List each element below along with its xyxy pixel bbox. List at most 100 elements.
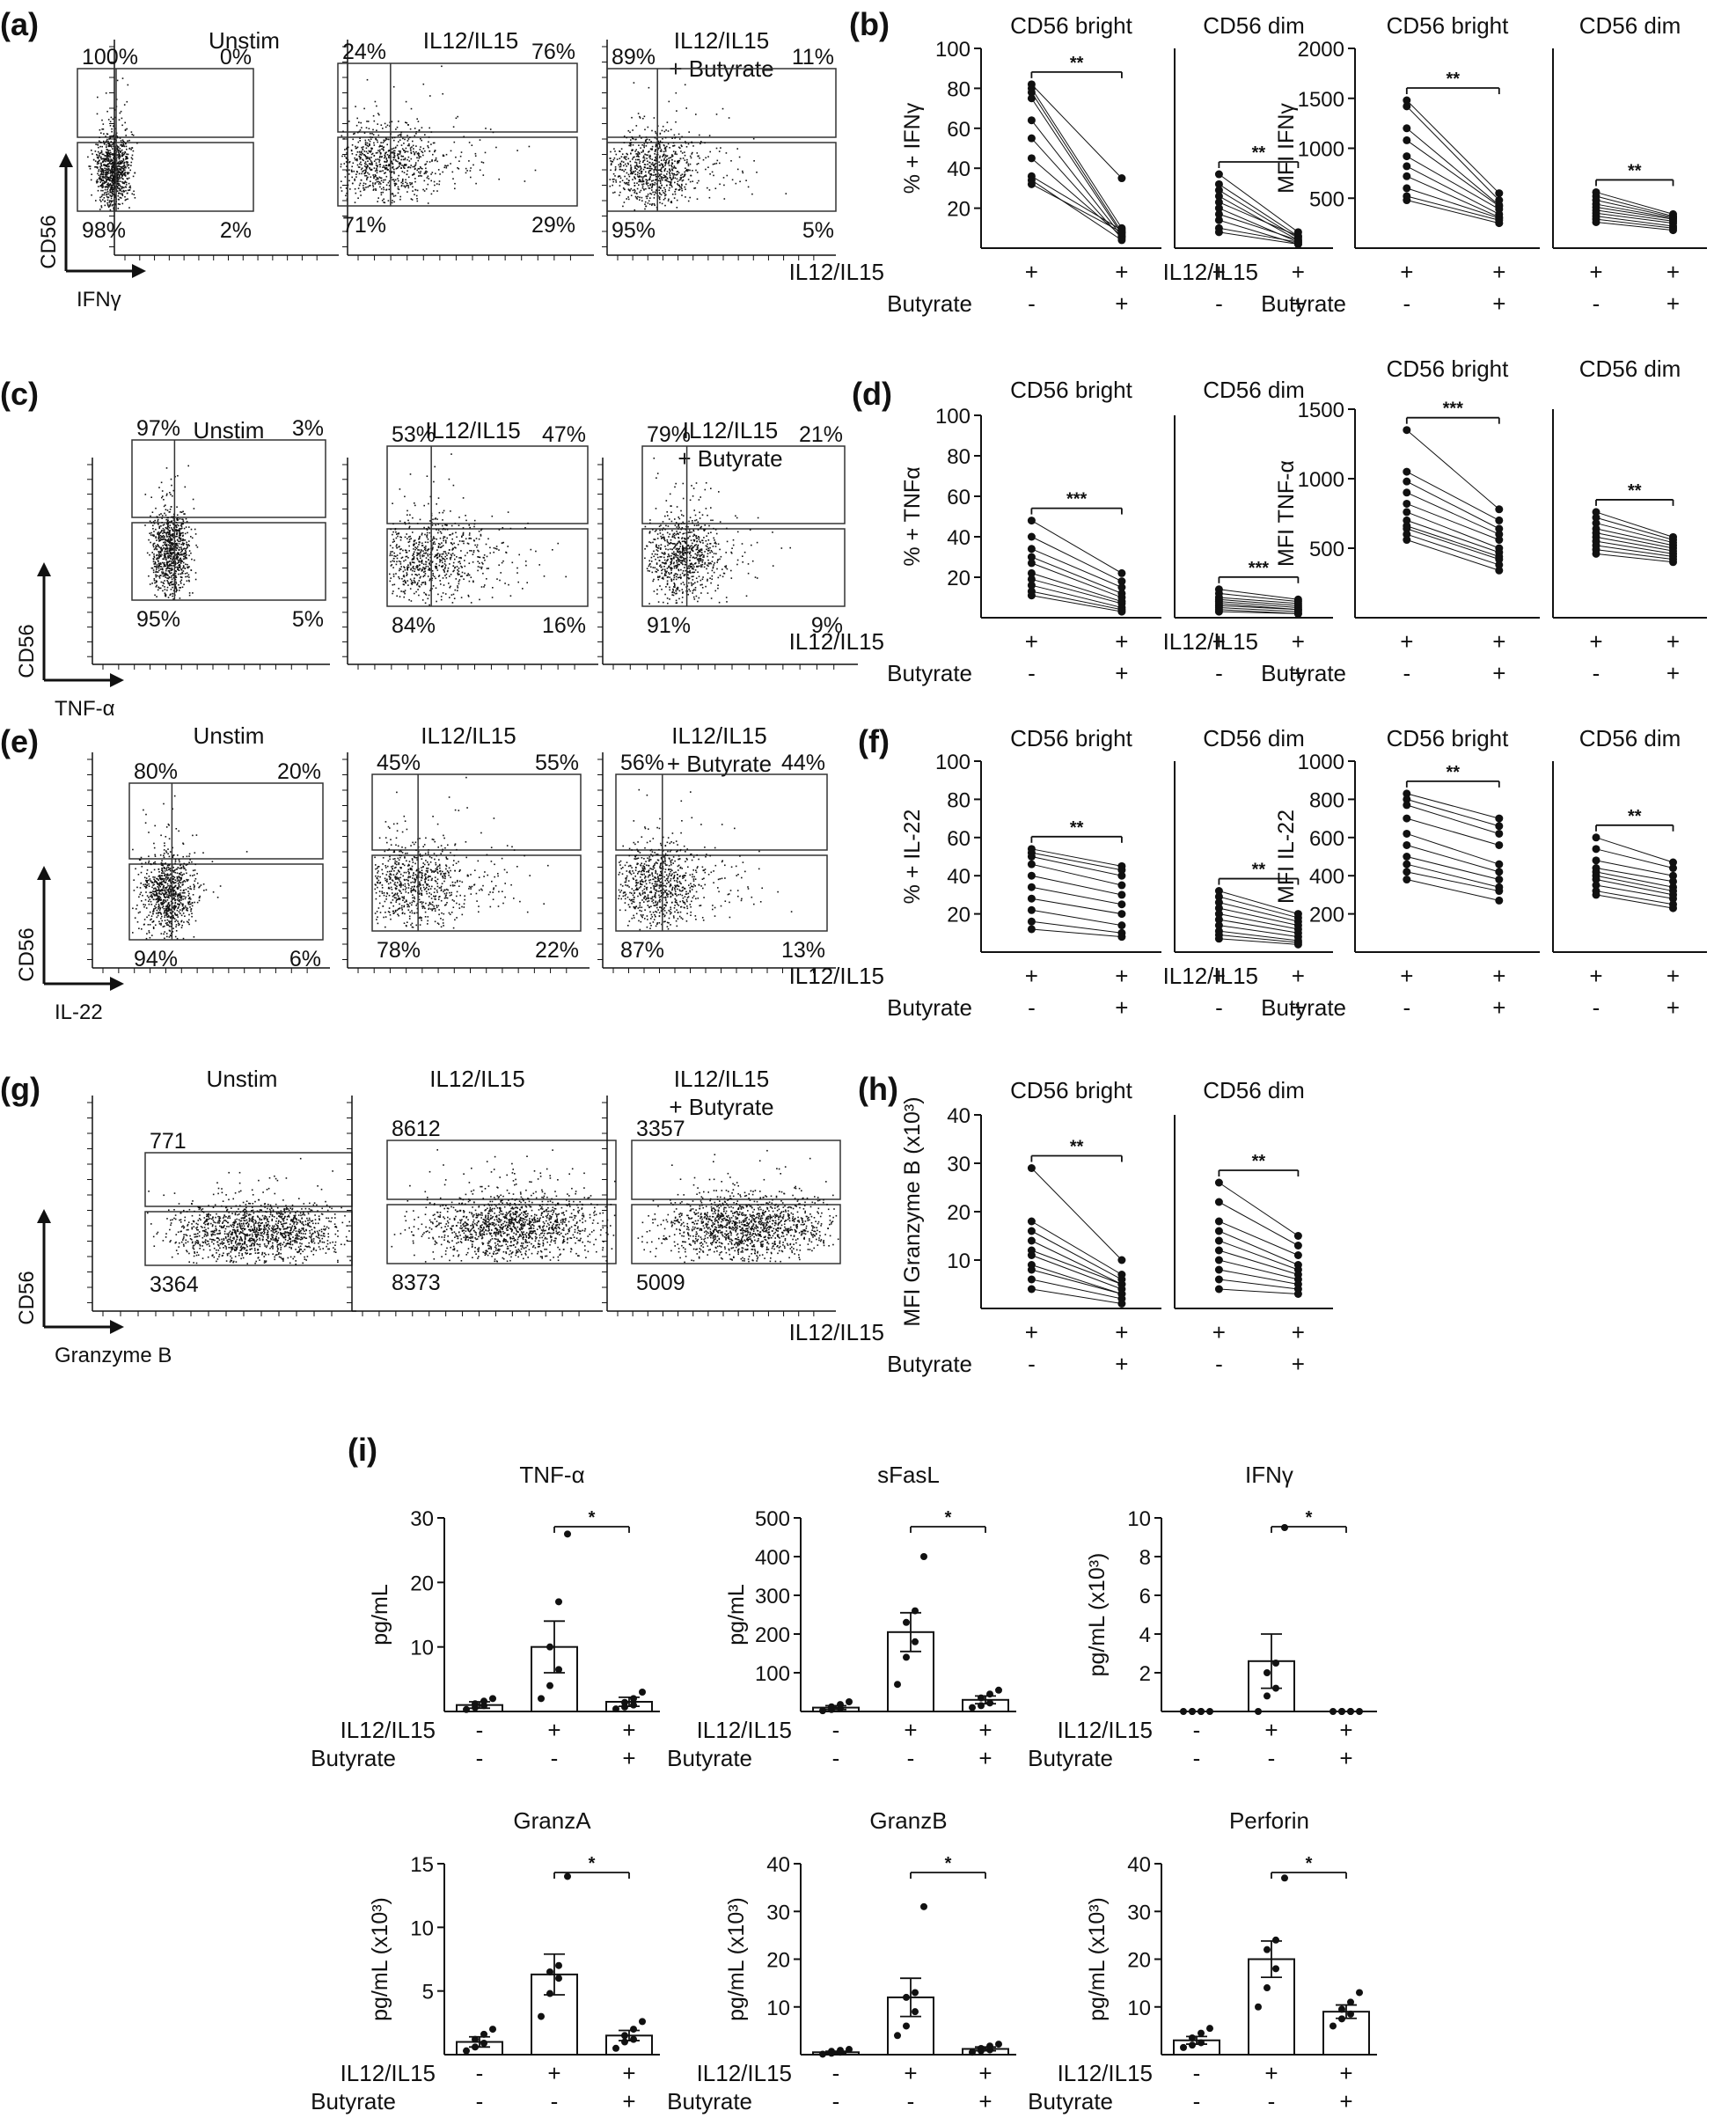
event-dot: [667, 544, 669, 546]
event-dot: [411, 574, 414, 575]
event-dot: [663, 176, 665, 179]
event-dot: [668, 162, 670, 164]
event-dot: [399, 488, 401, 490]
event-dot: [158, 540, 160, 542]
event-dot: [162, 527, 165, 530]
event-dot: [122, 159, 125, 161]
event-dot: [677, 173, 678, 175]
event-dot: [113, 207, 115, 209]
event-dot: [159, 554, 162, 556]
event-dot: [394, 194, 397, 197]
event-dot: [427, 549, 429, 552]
event-dot: [655, 176, 657, 178]
event-dot: [678, 138, 681, 140]
event-dot: [104, 182, 106, 185]
event-dot: [99, 154, 100, 157]
event-dot: [181, 523, 184, 525]
event-dot: [164, 547, 166, 549]
quadrant-value-lower-left: 95%: [136, 607, 180, 632]
event-dot: [668, 161, 670, 163]
quadrant-value-upper-left: 97%: [136, 416, 180, 441]
event-dot: [631, 136, 633, 138]
event-dot: [100, 164, 102, 166]
event-dot: [109, 161, 111, 163]
event-dot: [644, 201, 647, 203]
event-dot: [623, 136, 626, 137]
event-dot: [688, 589, 690, 590]
event-dot: [395, 167, 398, 170]
event-dot: [736, 168, 739, 171]
event-dot: [107, 140, 109, 143]
event-dot: [373, 177, 375, 180]
event-dot: [380, 142, 382, 143]
event-dot: [175, 530, 178, 532]
event-dot: [169, 552, 171, 553]
event-dot: [624, 156, 626, 158]
event-dot: [183, 513, 185, 515]
event-dot: [106, 173, 107, 175]
event-dot: [368, 163, 370, 165]
event-dot: [96, 163, 99, 165]
event-dot: [396, 561, 398, 563]
event-dot: [111, 188, 113, 190]
event-dot: [401, 179, 404, 181]
event-dot: [678, 186, 681, 188]
event-dot: [172, 593, 174, 595]
event-dot: [442, 545, 444, 546]
event-dot: [370, 168, 373, 171]
event-dot: [117, 176, 119, 179]
event-dot: [109, 154, 111, 156]
event-dot: [180, 548, 183, 551]
event-dot: [160, 548, 163, 550]
event-dot: [155, 571, 157, 574]
event-dot: [647, 182, 649, 184]
event-dot: [662, 553, 664, 554]
event-dot: [164, 589, 166, 590]
event-dot: [467, 543, 470, 545]
event-dot: [388, 180, 391, 182]
event-dot: [418, 171, 420, 173]
event-dot: [674, 166, 676, 169]
event-dot: [179, 567, 181, 568]
event-dot: [627, 196, 629, 198]
event-dot: [392, 193, 393, 194]
event-dot: [659, 529, 661, 531]
upper-gate: [337, 62, 578, 133]
event-dot: [416, 557, 418, 560]
event-dot: [730, 577, 733, 579]
event-dot: [373, 167, 376, 169]
event-dot: [457, 590, 458, 591]
event-dot: [174, 561, 177, 564]
event-dot: [610, 150, 612, 153]
event-dot: [153, 531, 155, 532]
event-dot: [133, 194, 136, 195]
event-dot: [651, 149, 653, 150]
event-dot: [661, 566, 663, 568]
event-dot: [119, 175, 121, 178]
event-dot: [397, 535, 399, 538]
event-dot: [150, 541, 151, 544]
event-dot: [116, 174, 118, 177]
event-dot: [680, 557, 682, 559]
lower-gate: [131, 522, 326, 601]
event-dot: [415, 194, 418, 197]
event-dot: [413, 568, 414, 569]
event-dot: [358, 130, 361, 133]
event-dot: [681, 589, 684, 590]
event-dot: [117, 150, 120, 152]
event-dot: [445, 573, 448, 575]
event-dot: [651, 158, 653, 160]
event-dot: [152, 543, 155, 545]
event-dot: [172, 575, 175, 576]
event-dot: [475, 538, 478, 539]
event-dot: [380, 170, 382, 172]
event-dot: [398, 141, 399, 143]
event-dot: [706, 546, 708, 548]
event-dot: [112, 182, 114, 185]
event-dot: [432, 543, 435, 546]
event-dot: [119, 184, 121, 187]
event-dot: [457, 585, 458, 587]
event-dot: [188, 526, 190, 528]
event-dot: [670, 539, 672, 541]
event-dot: [700, 525, 702, 528]
